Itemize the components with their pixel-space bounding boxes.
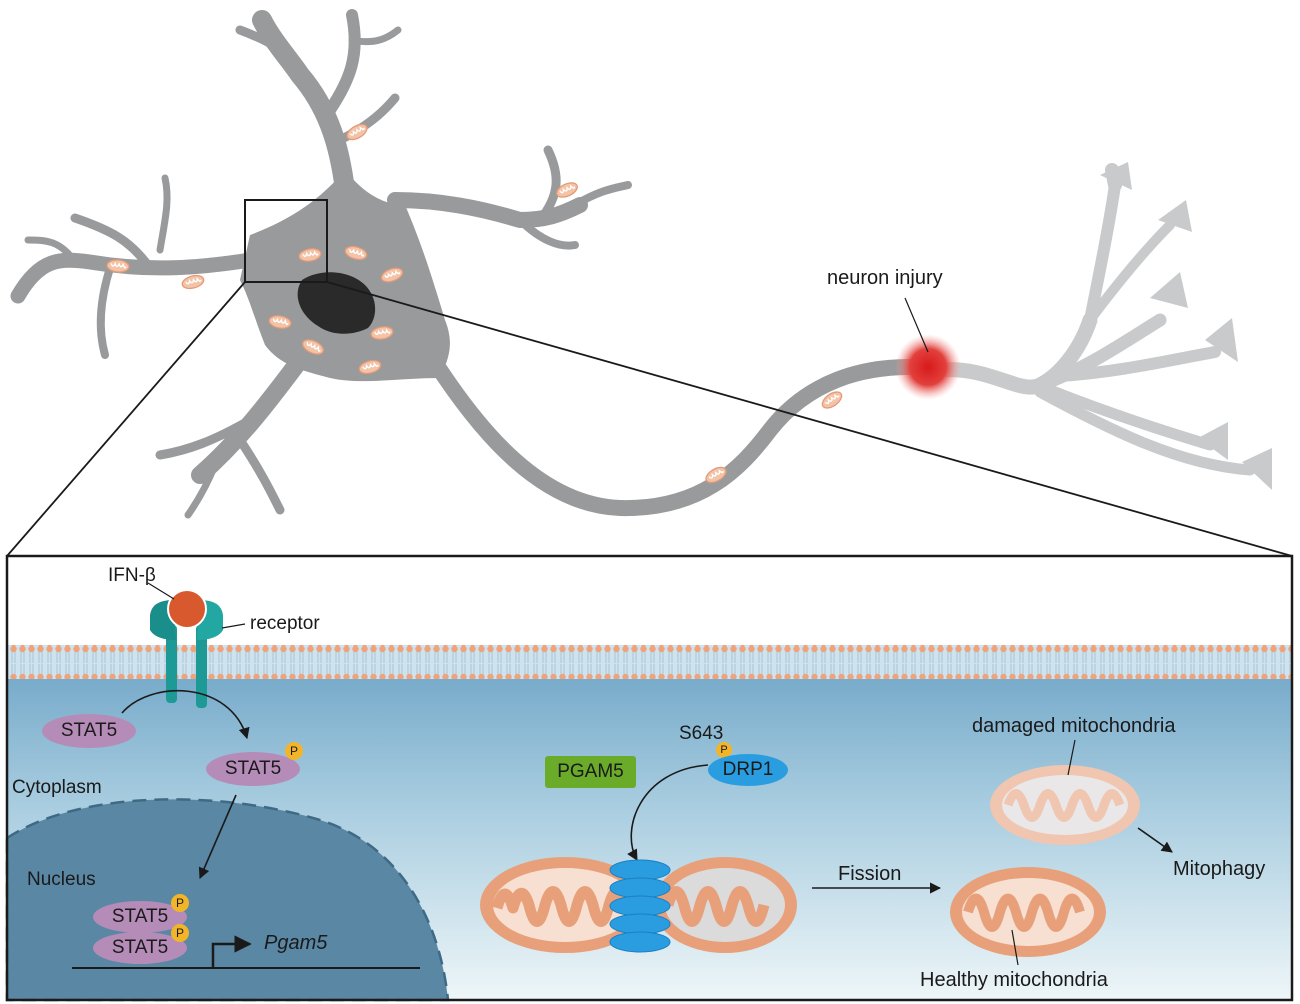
phospho-label-3: P (175, 926, 184, 940)
stat5-inactive (42, 714, 136, 748)
signaling-panel (5, 554, 1294, 1002)
injury-pointer (904, 297, 929, 353)
phospho-label-4: P (720, 744, 728, 756)
stat5-active-label: STAT5 (224, 758, 282, 779)
healthy-mitochondria-label: Healthy mitochondria (920, 969, 1108, 991)
damaged-pointer (1067, 739, 1076, 776)
stat5-dimer-bottom (93, 932, 187, 964)
neuron-injury-label: neuron injury (827, 267, 943, 289)
healthy-mitochondrion (950, 867, 1106, 957)
cell-membrane (7, 645, 1292, 679)
pgam5-box (545, 756, 636, 788)
drp1-recruit-arrow (627, 764, 709, 861)
pgam5-protein-label: PGAM5 (557, 761, 624, 782)
nucleus-label: Nucleus (27, 869, 96, 890)
axon-terminal-branches (932, 163, 1256, 476)
stat5-dimer-top (93, 901, 187, 933)
activation-arrow (121, 689, 250, 740)
phospho-badge-2 (171, 894, 189, 912)
pgam5-gene-label: Pgam5 (264, 932, 328, 954)
phospho-badge-1 (285, 742, 303, 760)
phospho-badge-4 (716, 742, 732, 758)
zoom-box (244, 199, 328, 283)
s643-label: S643 (679, 723, 724, 744)
axon-terminal-boutons (1100, 162, 1272, 490)
injury-site (895, 334, 961, 400)
dividing-mitochondrion (480, 857, 797, 953)
ifn-beta-label: IFN-β (108, 565, 156, 586)
mitophagy-label: Mitophagy (1173, 858, 1266, 880)
ifn-beta-ligand (167, 589, 207, 629)
damaged-mitochondrion (990, 765, 1140, 845)
neuron-illustration (6, 9, 1293, 557)
healthy-pointer (1011, 929, 1019, 966)
mitophagy-arrow (1137, 827, 1173, 853)
stat5-active (206, 752, 300, 786)
extracellular-space (7, 556, 1292, 649)
neuron-nucleus (297, 272, 376, 334)
zoom-line-left (6, 281, 246, 557)
receptor-complex (150, 600, 223, 708)
stat5-dimer-top-label: STAT5 (111, 906, 169, 927)
ligand-pointer (147, 582, 175, 600)
drp1-label: DRP1 (722, 759, 774, 780)
drp1-ellipse (708, 754, 788, 786)
phospho-label-1: P (289, 744, 298, 758)
damaged-mitochondria-label: damaged mitochondria (972, 715, 1176, 737)
zoom-line-right (326, 281, 1293, 557)
phospho-badge-3 (171, 924, 189, 942)
phospho-label-2: P (175, 896, 184, 910)
stat5-inactive-label: STAT5 (60, 720, 118, 741)
cytoplasm-label: Cytoplasm (12, 777, 102, 798)
dendrites (10, 9, 632, 519)
receptor-pointer (221, 623, 246, 629)
receptor-label: receptor (250, 613, 320, 634)
axon (432, 359, 938, 517)
stat5-dimer-bottom-label: STAT5 (111, 937, 169, 958)
neuron-mitochondria (105, 120, 846, 487)
translocation-arrow (198, 794, 237, 880)
transcription-arrow (211, 935, 252, 968)
panel-border (5, 554, 1294, 1002)
fission-label: Fission (838, 863, 902, 885)
